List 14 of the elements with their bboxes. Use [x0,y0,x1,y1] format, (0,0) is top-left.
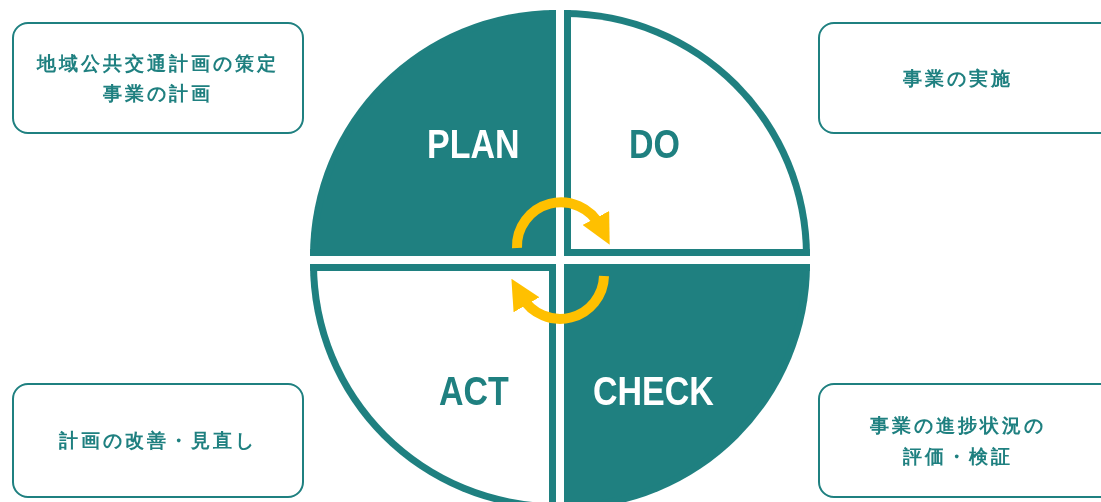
text-card [12,22,304,134]
card-text: 計画の改善・見直し [59,428,257,454]
phase-label: CHECK [593,369,714,414]
text-card [818,22,1101,134]
card-text: 地域公共交通計画の策定事業の計画 [35,50,280,106]
quadrant-shape [564,264,810,502]
phase-label: ACT [439,369,509,414]
text-card [12,383,304,498]
phase-label: PLAN [427,122,520,167]
phase-label: DO [629,122,680,167]
card-text: 事業の進捗状況の評価・検証 [869,413,1047,469]
quadrant-shape [310,264,556,502]
card-text: 事業の実施 [903,65,1013,91]
text-card [818,383,1101,498]
